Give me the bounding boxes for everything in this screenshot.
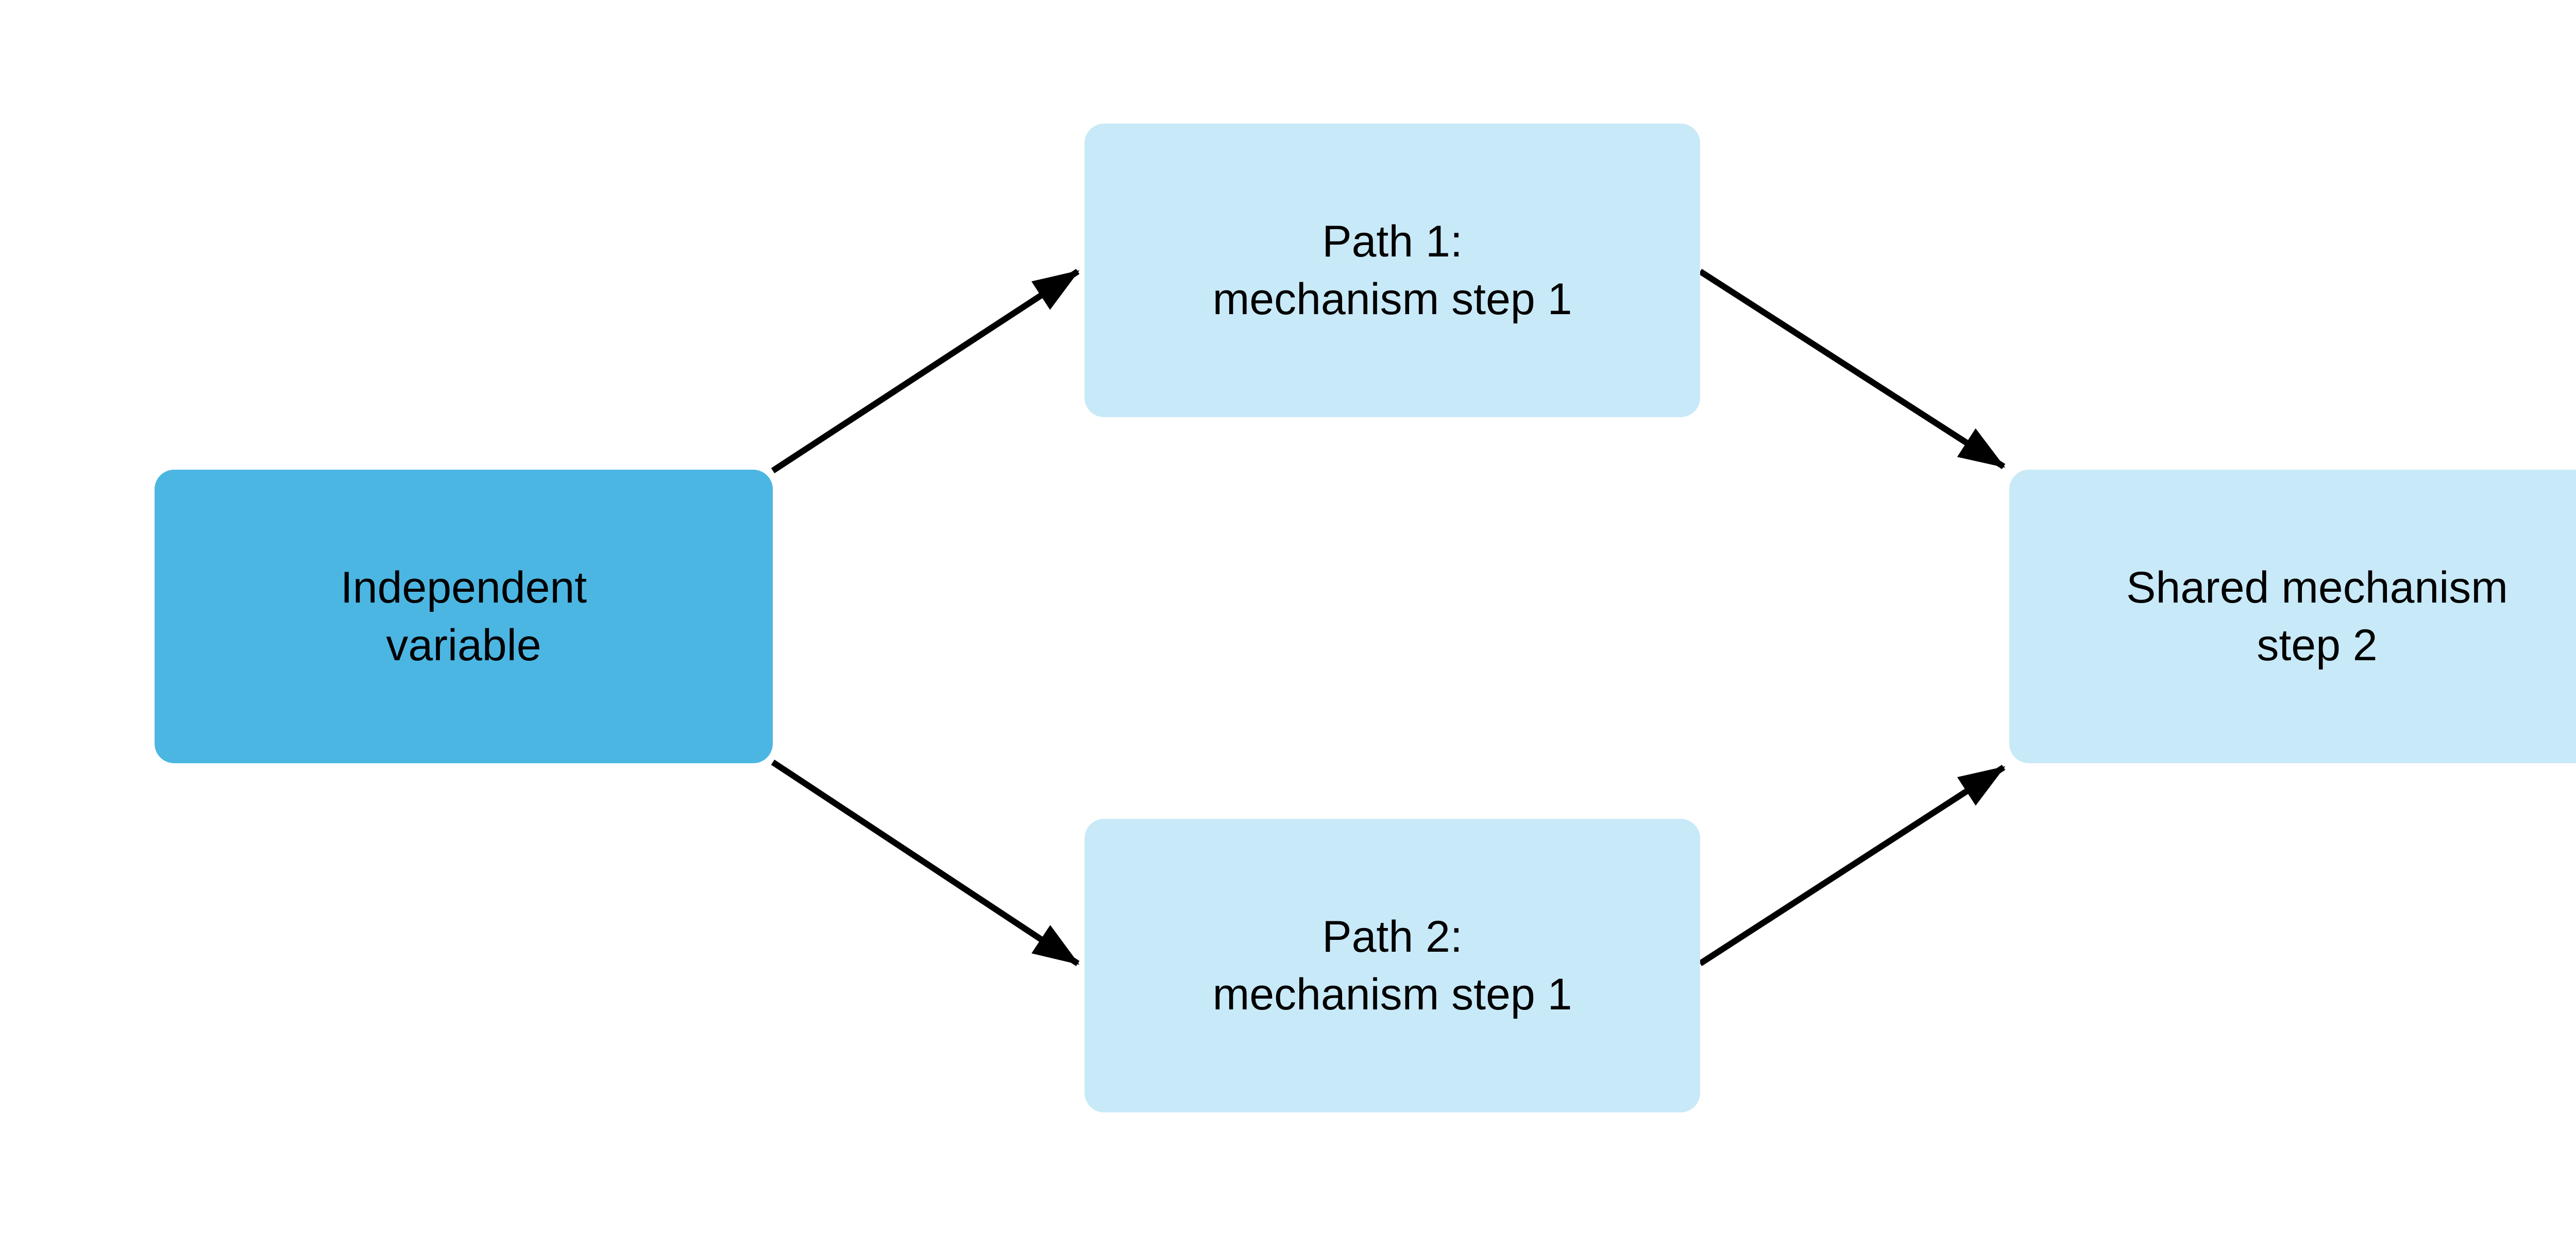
node-path1-mechanism-step1-label: Path 1: mechanism step 1 xyxy=(1213,217,1572,324)
edge-arrow-path2-to-shared xyxy=(1698,764,2006,967)
node-path2-mechanism-step1-line-1: Path 2: xyxy=(1322,912,1463,962)
node-shared-mechanism-step2: Shared mechanism step 2 xyxy=(2009,470,2576,763)
node-shared-mechanism-step2-line-1: Shared mechanism xyxy=(2126,563,2508,612)
node-independent-variable-label: Independent variable xyxy=(341,563,587,670)
node-path1-mechanism-step1-line-1: Path 1: xyxy=(1322,217,1463,266)
nodes-layer: Independent variable Path 1: mechanism step… xyxy=(155,124,2576,1112)
node-independent-variable-line-1: Independent xyxy=(341,563,587,612)
node-path2-mechanism-step1: Path 2: mechanism step 1 xyxy=(1084,819,1700,1112)
node-path1-mechanism-step1-box xyxy=(1084,124,1700,417)
node-independent-variable-line-2: variable xyxy=(386,621,541,670)
node-independent-variable-box xyxy=(155,470,773,763)
edge-arrow-iv-to-path2 xyxy=(771,759,1080,967)
node-path1-mechanism-step1-line-2: mechanism step 1 xyxy=(1213,274,1572,324)
node-path2-mechanism-step1-box xyxy=(1084,819,1700,1112)
edges-layer xyxy=(771,268,2006,967)
node-path1-mechanism-step1: Path 1: mechanism step 1 xyxy=(1084,124,1700,417)
node-path2-mechanism-step1-line-2: mechanism step 1 xyxy=(1213,970,1572,1019)
node-path2-mechanism-step1-label: Path 2: mechanism step 1 xyxy=(1213,912,1572,1019)
node-shared-mechanism-step2-box xyxy=(2009,470,2576,763)
node-shared-mechanism-step2-line-2: step 2 xyxy=(2257,621,2377,670)
edge-arrow-path1-to-shared xyxy=(1698,268,2006,470)
edge-arrow-iv-to-path1 xyxy=(771,268,1080,474)
node-shared-mechanism-step2-label: Shared mechanism step 2 xyxy=(2126,563,2508,670)
node-independent-variable: Independent variable xyxy=(155,470,773,763)
